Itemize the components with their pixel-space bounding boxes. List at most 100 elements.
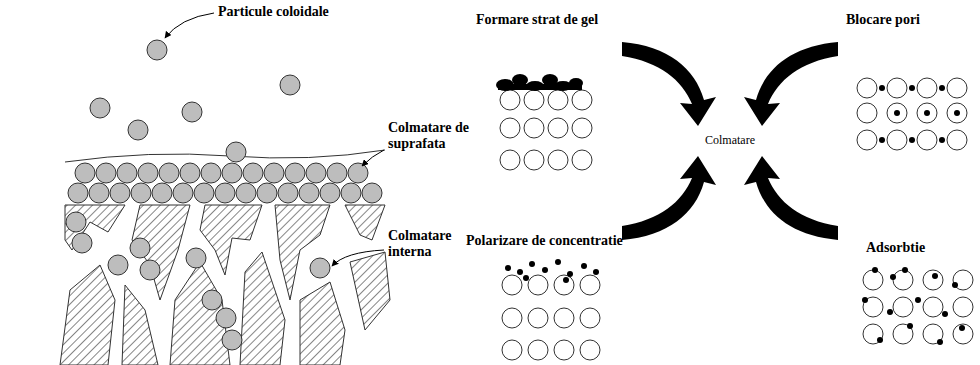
- colloid-particle: [182, 102, 202, 122]
- solute-dot: [581, 263, 587, 269]
- solute-dot: [879, 137, 885, 143]
- colloid-particle: [96, 163, 116, 183]
- colloid-particle: [341, 183, 361, 203]
- colloid-particle: [348, 163, 368, 183]
- colloid-particle: [180, 163, 200, 183]
- grain-circle: [947, 130, 967, 150]
- grain-circle: [580, 275, 600, 295]
- colloid-particle: [68, 183, 88, 203]
- grain-circle: [554, 308, 574, 328]
- grain-circle: [887, 103, 907, 123]
- solute-dots: [505, 85, 965, 345]
- label-text: Polarizare de concentratie: [466, 233, 623, 249]
- colloid-particle: [222, 163, 242, 183]
- solute-dot: [567, 271, 573, 277]
- grain-circle: [548, 118, 568, 138]
- solute-dot: [952, 282, 958, 288]
- colloid-particle: [110, 183, 130, 203]
- grain-circle: [857, 103, 877, 123]
- grain-circle: [554, 275, 574, 295]
- solute-dot: [907, 323, 913, 329]
- colloid-particle: [243, 163, 263, 183]
- solute-dot: [894, 110, 900, 116]
- solute-dot: [909, 85, 915, 91]
- grain-circle: [580, 308, 600, 328]
- colloid-particle: [216, 308, 236, 328]
- solute-dot: [924, 110, 930, 116]
- grain-circle: [572, 90, 592, 110]
- colloid-particle: [236, 183, 256, 203]
- grain-circle: [502, 275, 522, 295]
- colloid-particle: [173, 183, 193, 203]
- colloid-particle: [138, 163, 158, 183]
- grain-circle: [917, 130, 937, 150]
- solute-dot: [942, 311, 948, 317]
- solute-dot: [523, 275, 529, 281]
- solute-dot: [872, 267, 878, 273]
- solute-dot: [939, 137, 945, 143]
- solute-dot: [877, 337, 883, 343]
- solute-dot: [862, 297, 868, 303]
- colloidal-particles: [66, 40, 382, 350]
- colloid-particle: [152, 183, 172, 203]
- grain-circle: [572, 150, 592, 170]
- grain-circle: [548, 90, 568, 110]
- grain-circle: [887, 130, 907, 150]
- grain-circle: [524, 118, 544, 138]
- colloid-particle: [280, 75, 300, 95]
- membrane-grains: [500, 78, 973, 360]
- colloid-particle: [264, 163, 284, 183]
- colloid-particle: [90, 98, 110, 118]
- grain-circle: [947, 78, 967, 98]
- grain-circle: [500, 118, 520, 138]
- solute-dot: [909, 137, 915, 143]
- solute-dot: [890, 274, 896, 280]
- colloid-particle: [285, 163, 305, 183]
- grain-circle: [572, 118, 592, 138]
- colloid-particle: [226, 142, 246, 162]
- colloid-particle: [310, 258, 330, 278]
- gel-layer: [496, 74, 583, 91]
- label-text: Colmatare: [705, 134, 755, 148]
- colloid-particle: [194, 183, 214, 203]
- grain-circle: [893, 270, 913, 290]
- colloid-particle: [128, 120, 148, 140]
- grain-circle: [953, 297, 973, 317]
- grain-circle: [857, 130, 877, 150]
- grain-circle: [917, 103, 937, 123]
- colloid-particle: [278, 183, 298, 203]
- grain-circle: [893, 297, 913, 317]
- solute-dot: [902, 267, 908, 273]
- grain-circle: [580, 340, 600, 360]
- grain-circle: [857, 78, 877, 98]
- grain-circle: [528, 340, 548, 360]
- colloid-particle: [299, 183, 319, 203]
- fouling-arrows: [622, 42, 838, 240]
- grain-circle: [947, 103, 967, 123]
- label-text: Colmatare de suprafata: [388, 120, 484, 152]
- grain-circle: [923, 270, 943, 290]
- grain-circle: [500, 150, 520, 170]
- label-text: Formare strat de gel: [476, 12, 598, 28]
- solute-dot: [505, 265, 511, 271]
- grain-circle: [502, 308, 522, 328]
- colloid-particle: [215, 183, 235, 203]
- colloid-particle: [362, 183, 382, 203]
- solute-dot: [529, 261, 535, 267]
- grain-circle: [953, 270, 973, 290]
- leader-lines: [165, 13, 384, 266]
- solute-dot: [879, 85, 885, 91]
- solute-dot: [937, 339, 943, 345]
- grain-circle: [528, 275, 548, 295]
- label-text: Particule coloidale: [218, 4, 329, 20]
- colloid-particle: [147, 40, 167, 60]
- colloid-particle: [66, 212, 86, 232]
- grain-circle: [554, 340, 574, 360]
- grain-circle: [863, 324, 883, 344]
- colloid-particle: [202, 290, 222, 310]
- solute-dot: [959, 325, 965, 331]
- colloid-particle: [108, 255, 128, 275]
- membrane-hatch: [60, 205, 390, 365]
